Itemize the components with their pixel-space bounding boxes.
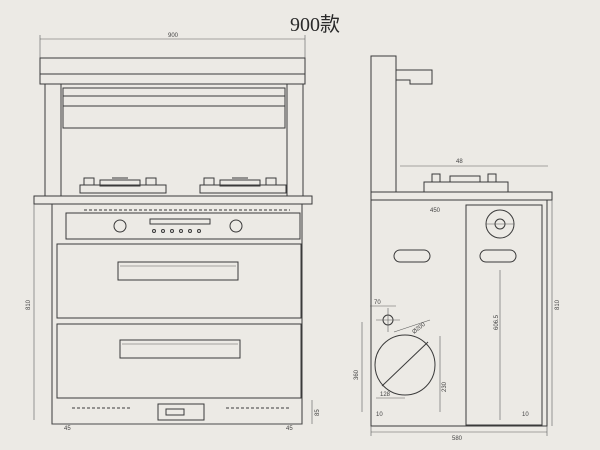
- pipe-dimension-label: 70: [374, 300, 381, 306]
- canopy-strip: [39, 73, 306, 85]
- foot-left-label: 45: [64, 426, 71, 432]
- right-upright: [286, 83, 304, 197]
- countertop: [33, 195, 313, 205]
- hood-panel-main: [62, 105, 286, 129]
- offset-230-label: 230: [442, 381, 448, 392]
- width-dimension-label: 900: [168, 33, 179, 39]
- base-dimension-label: 580: [452, 436, 463, 442]
- side-burner: [423, 173, 509, 193]
- foot-right-label: 45: [286, 426, 293, 432]
- side-slot-left: [393, 249, 431, 263]
- diameter-label: Ø200: [412, 321, 428, 335]
- control-panel: [65, 212, 301, 240]
- side-inner-panel: [465, 204, 543, 426]
- side-arm: [396, 69, 433, 85]
- bottom-switch: [165, 408, 185, 416]
- hood-panel-top: [62, 87, 286, 97]
- side-upright: [370, 55, 397, 193]
- drawing-title: 900款: [290, 13, 340, 36]
- bottom-switch-panel: [157, 403, 205, 421]
- knob-left: [113, 219, 127, 233]
- display-window: [149, 218, 211, 225]
- offset-10-right-label: 10: [522, 412, 529, 418]
- inner-height-label: 606.5: [494, 314, 500, 330]
- side-view: 48 450 606.5 810 70 Ø200: [354, 55, 561, 442]
- side-slot-right: [479, 249, 517, 263]
- hob-dimension-label: 48: [456, 159, 463, 165]
- top-canopy: [39, 57, 306, 75]
- depth-dimension-label: 450: [430, 208, 441, 214]
- height-dimension-label: 810: [26, 299, 32, 310]
- cabinet-body: [51, 203, 303, 425]
- burner-right: [199, 177, 287, 194]
- drawer-upper: [56, 243, 302, 319]
- side-counter: [370, 191, 553, 201]
- front-view: 900 810: [26, 33, 321, 432]
- height-360-label: 360: [354, 369, 360, 380]
- side-height-label: 810: [555, 299, 561, 310]
- left-upright: [44, 83, 62, 197]
- vent-circle: [374, 334, 436, 396]
- drawer-lower-handle: [119, 339, 241, 359]
- drawer-upper-handle: [117, 261, 239, 281]
- knob-right: [229, 219, 243, 233]
- offset-10-left-label: 10: [376, 412, 383, 418]
- burner-left: [79, 177, 167, 194]
- control-buttons: [152, 229, 201, 233]
- side-mark-label: 85: [315, 409, 321, 416]
- drawer-lower: [56, 323, 302, 399]
- offset-128-label: 128: [380, 392, 391, 398]
- hood-panel-mid: [62, 95, 286, 107]
- side-body: [370, 199, 548, 427]
